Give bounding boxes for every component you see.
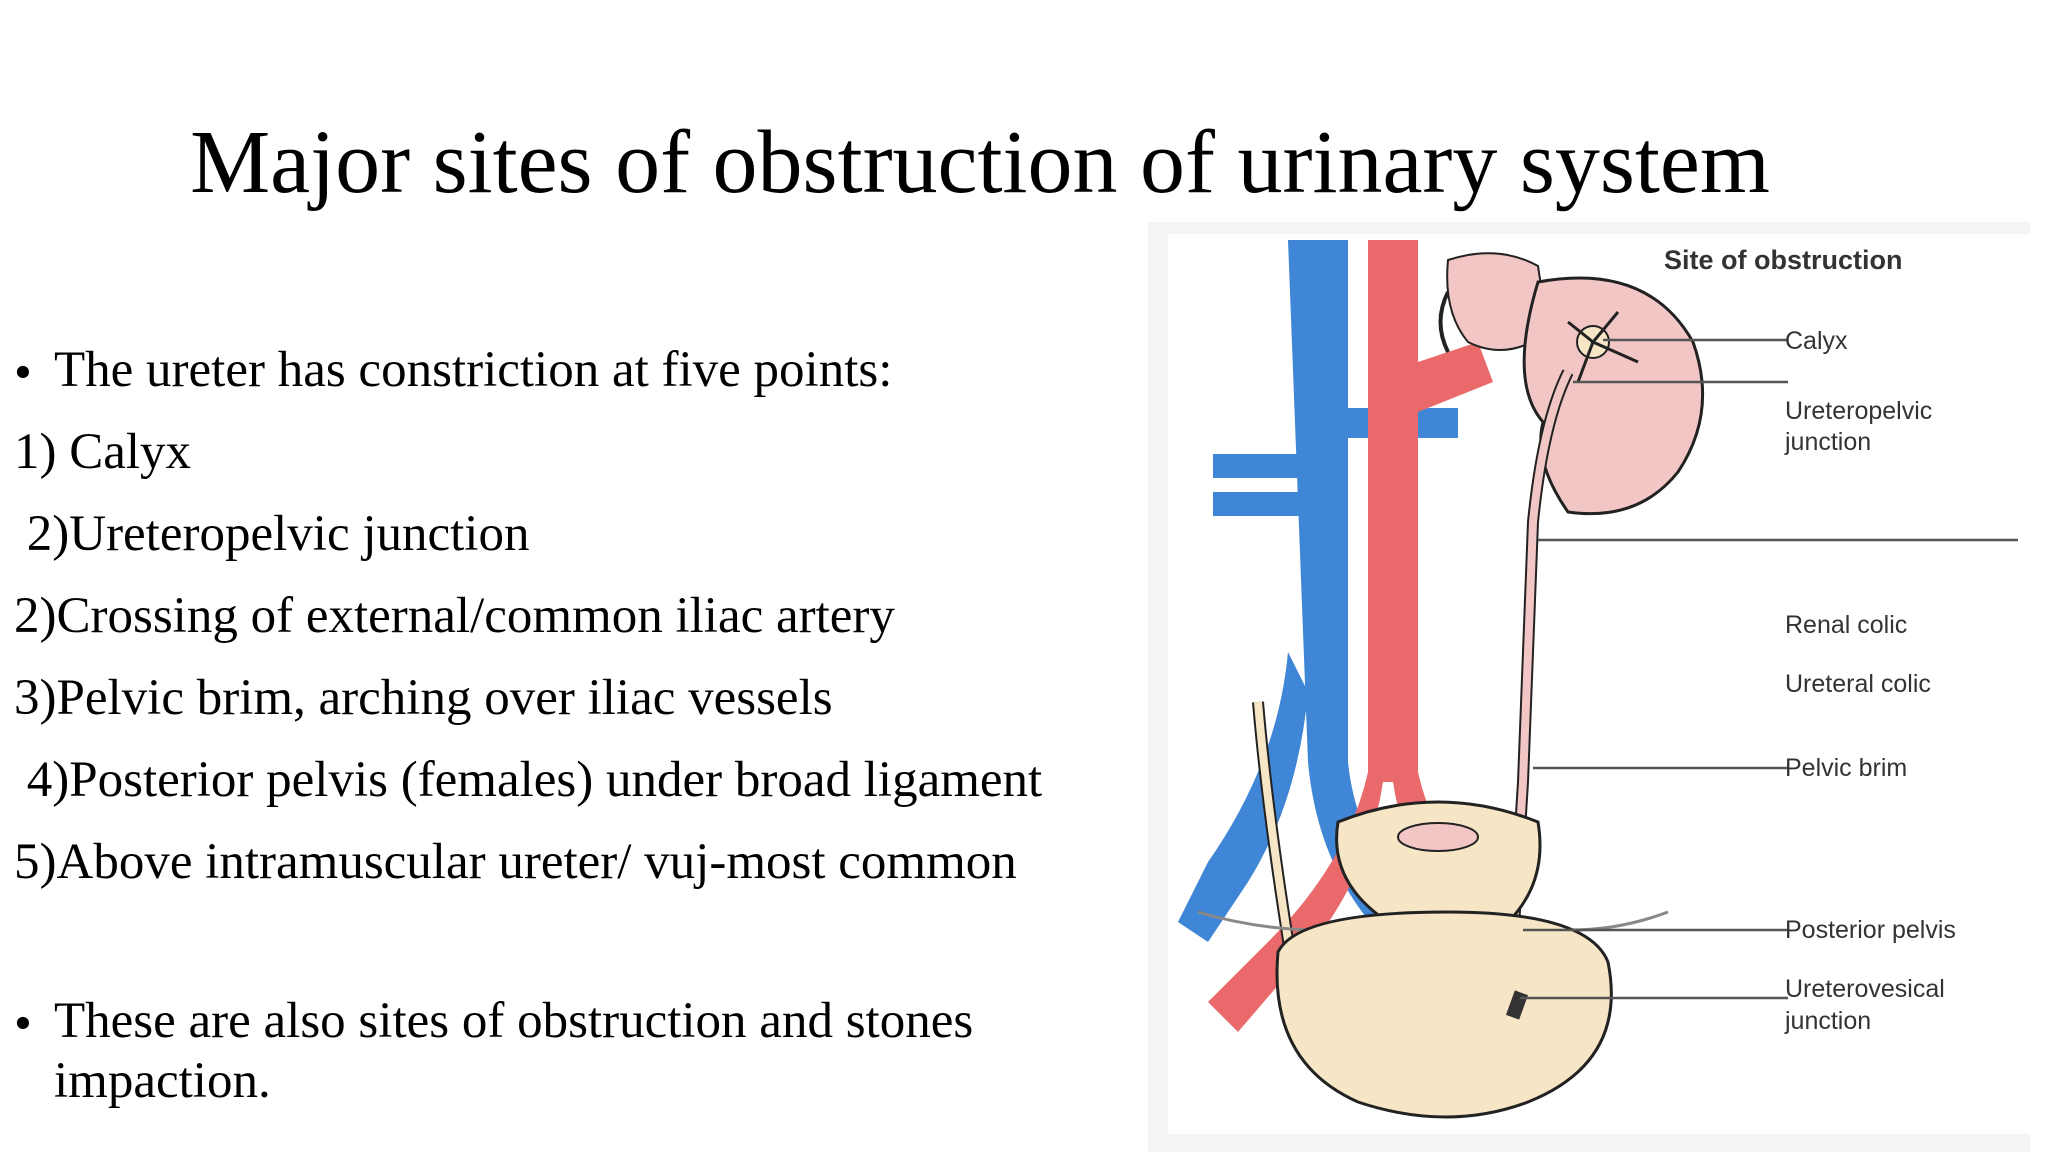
bullet-marker-2: • <box>14 996 32 1052</box>
intro-text: The ureter has constriction at five poin… <box>54 342 893 398</box>
uterus <box>1335 800 1542 924</box>
aorta <box>1208 240 1588 1032</box>
ureter <box>1508 370 1572 1003</box>
bullet-marker: • <box>14 345 32 401</box>
slide-title: Major sites of obstruction of urinary sy… <box>190 113 1770 212</box>
point-posterior-pelvis: 4)Posterior pelvis (females) under broad… <box>14 752 1043 808</box>
artery-marking <box>1438 291 1450 353</box>
point-above-intramuscular: 5)Above intramuscular ureter/ vuj-most c… <box>14 834 1017 890</box>
point-calyx: 1) Calyx <box>14 424 192 480</box>
uterine-cavity <box>1397 822 1479 852</box>
vena-cava <box>1288 240 1488 1012</box>
label-upj-1: Ureteropelvic <box>1785 397 1932 425</box>
adrenal-gland <box>1446 252 1550 351</box>
label-renal-colic: Renal colic <box>1785 611 1907 639</box>
label-posterior-pelvis: Posterior pelvis <box>1785 916 1956 944</box>
label-upj-2: junction <box>1784 428 1871 456</box>
label-ureteral-colic: Ureteral colic <box>1785 670 1931 698</box>
label-calyx: Calyx <box>1785 327 1848 355</box>
iliac-vein-right <box>1178 652 1308 942</box>
point-iliac-artery: 2)Crossing of external/common iliac arte… <box>14 588 895 644</box>
point-ureteropelvic: 2)Ureteropelvic junction <box>14 506 530 562</box>
point-pelvic-brim: 3)Pelvic brim, arching over iliac vessel… <box>14 670 833 726</box>
closing-line-1: These are also sites of obstruction and … <box>54 993 974 1049</box>
label-uvj-2: junction <box>1784 1007 1871 1035</box>
label-pelvic-brim: Pelvic brim <box>1785 754 1907 782</box>
kidney <box>1522 276 1705 516</box>
renal-artery <box>1418 342 1493 412</box>
bladder <box>1275 910 1613 1119</box>
figure-heading: Site of obstruction <box>1664 245 1903 275</box>
urinary-tract-figure: Site of obstruction Calyx Ureteropelvic … <box>1168 234 2030 1134</box>
renal-pelvis-lines <box>1567 311 1639 383</box>
renal-vein-branch-2 <box>1213 492 1303 516</box>
label-uvj-1: Ureterovesical <box>1785 975 1945 1003</box>
closing-line-2: impaction. <box>54 1053 271 1109</box>
renal-vein-branch-1 <box>1213 454 1303 478</box>
